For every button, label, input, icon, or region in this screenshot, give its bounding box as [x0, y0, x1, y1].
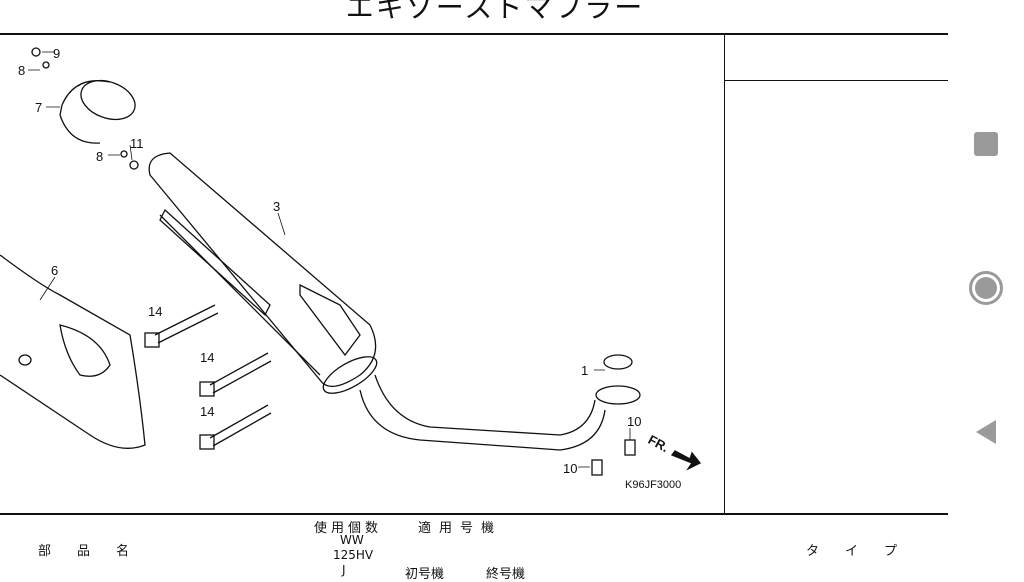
callout-14: 14	[200, 404, 215, 419]
callout-7: 7	[35, 100, 43, 115]
bolts	[144, 304, 272, 450]
callout-8: 8	[96, 149, 104, 164]
nut	[591, 459, 603, 476]
direction-arrow	[670, 450, 702, 471]
gasket	[603, 354, 633, 370]
navigation-bar	[948, 0, 1024, 576]
callout-8: 8	[18, 63, 26, 78]
header-usage-qty: 使用個数	[314, 521, 383, 536]
divider	[0, 33, 948, 35]
callout-10: 10	[563, 461, 578, 476]
header-last-serial: 終号機	[486, 567, 526, 582]
exhaust-pipe	[359, 374, 606, 451]
header-first-serial: 初号機	[405, 567, 445, 582]
flange	[595, 385, 641, 405]
exhaust-diagram	[0, 47, 702, 476]
header-applicable: 適用号機	[418, 521, 503, 536]
callout-9: 9	[53, 46, 61, 61]
muffler-end-cap	[59, 79, 136, 144]
header-type: タ イ プ	[806, 544, 898, 559]
square-icon	[974, 132, 998, 156]
heat-shield	[0, 254, 146, 449]
home-button[interactable]	[966, 268, 1006, 308]
back-triangle-icon	[976, 420, 996, 444]
divider	[724, 35, 725, 514]
model-line-2: 125HV	[333, 548, 374, 562]
page-title: エキゾーストマフラー	[345, 0, 645, 24]
muffler-body	[148, 152, 378, 394]
divider	[0, 513, 948, 515]
recents-button[interactable]	[966, 124, 1006, 164]
callout-14: 14	[148, 304, 163, 319]
callout-1: 1	[581, 363, 589, 378]
callout-14: 14	[200, 350, 215, 365]
header-part-name: 部 品 名	[38, 544, 130, 559]
nut	[624, 439, 636, 456]
callout-11: 11	[130, 136, 144, 151]
divider	[724, 80, 948, 81]
callout-6: 6	[51, 263, 59, 278]
circle-icon	[969, 271, 1003, 305]
callout-10: 10	[627, 414, 642, 429]
callout-3: 3	[273, 199, 281, 214]
model-line-3: J	[342, 563, 346, 577]
diagram-code: K96JF3000	[625, 479, 682, 491]
model-line-1: WW	[340, 533, 364, 547]
back-button[interactable]	[966, 412, 1006, 452]
